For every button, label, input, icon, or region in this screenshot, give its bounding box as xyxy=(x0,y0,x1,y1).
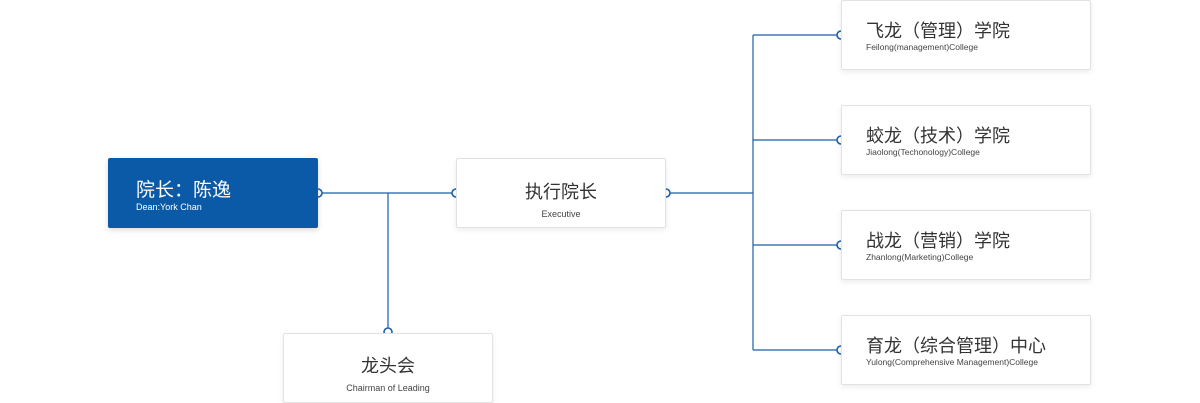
college-title: 育龙（综合管理）中心 xyxy=(866,336,1046,357)
college-title: 战龙（营销）学院 xyxy=(866,231,1010,252)
college-title: 蛟龙（技术）学院 xyxy=(866,126,1010,147)
college-box-zhanlong: 战龙（营销）学院 Zhanlong(Marketing)College xyxy=(841,210,1091,280)
executive-box: 执行院长 Executive xyxy=(456,158,666,228)
dean-box: 院长：陈逸 Dean:York Chan xyxy=(108,158,318,228)
council-box: 龙头会 Chairman of Leading xyxy=(283,333,493,403)
executive-subtitle: Executive xyxy=(541,209,581,219)
dean-title: 院长：陈逸 xyxy=(136,179,232,201)
college-subtitle: Yulong(Comprehensive Management)College xyxy=(866,357,1038,367)
college-box-feilong: 飞龙（管理）学院 Feilong(management)College xyxy=(841,0,1091,70)
council-title: 龙头会 xyxy=(361,356,415,377)
executive-title: 执行院长 xyxy=(525,182,597,203)
college-box-jiaolong: 蛟龙（技术）学院 Jiaolong(Techonology)College xyxy=(841,105,1091,175)
college-subtitle: Feilong(management)College xyxy=(866,42,978,52)
college-subtitle: Zhanlong(Marketing)College xyxy=(866,252,974,262)
council-subtitle: Chairman of Leading xyxy=(346,383,430,393)
college-title: 飞龙（管理）学院 xyxy=(866,21,1010,42)
college-subtitle: Jiaolong(Techonology)College xyxy=(866,147,980,157)
college-box-yulong: 育龙（综合管理）中心 Yulong(Comprehensive Manageme… xyxy=(841,315,1091,385)
dean-subtitle: Dean:York Chan xyxy=(136,202,202,212)
